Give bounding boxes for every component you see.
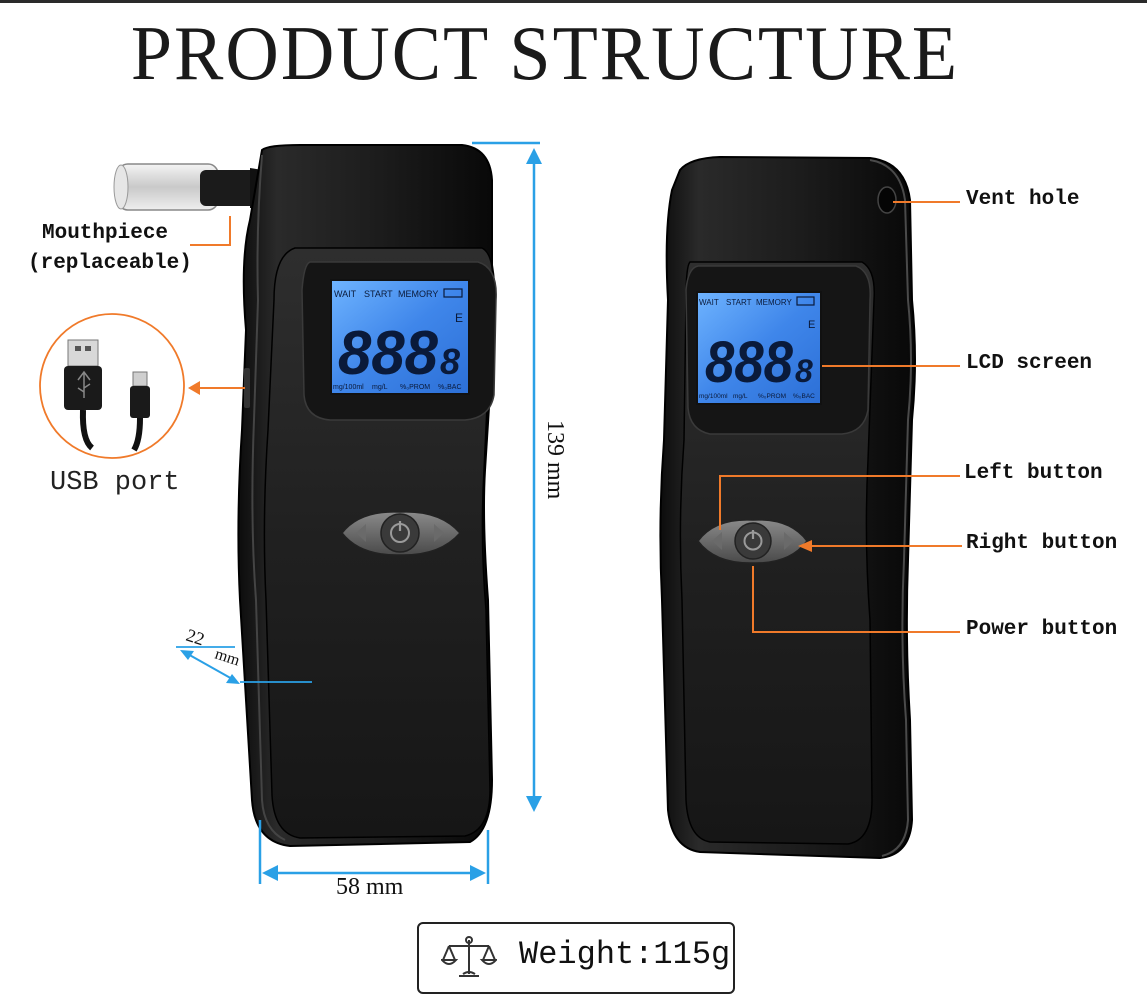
lcd-screen-label: LCD screen — [966, 352, 1093, 375]
dimension-lines — [176, 141, 542, 884]
mouthpiece — [113, 163, 275, 211]
callout-lines — [188, 201, 962, 633]
lcd-left-unit-prom: %₀PROM — [400, 384, 430, 391]
height-dimension-label: 139 mm — [542, 420, 568, 500]
lcd-left-digits: 888 — [338, 319, 438, 388]
lcd-right-word-wait: WAIT — [699, 298, 719, 307]
left-device: WAIT START MEMORY 888 8 E mg/100ml mg/L … — [113, 144, 497, 848]
lcd-right-small-digit: 8 — [795, 353, 813, 389]
right-device: WAIT START MEMORY 888 8 E mg/100ml mg/L … — [659, 155, 916, 860]
depth-dimension-unit: mm — [213, 646, 242, 670]
left-device-buttons — [341, 511, 461, 556]
lcd-right-unit-prom: %₀PROM — [758, 393, 786, 400]
depth-dimension-value: 22 — [184, 625, 207, 650]
lcd-left-unit-mg100: mg/100ml — [333, 384, 364, 391]
lcd-left-unit-e: E — [455, 311, 463, 325]
lcd-right-unit-e: E — [808, 319, 815, 331]
page-title: PRODUCT STRUCTURE — [130, 10, 960, 98]
weight-label: Weight:115g — [519, 936, 731, 973]
top-border — [0, 0, 1147, 3]
lcd-right-unit-bac: %₀BAC — [793, 393, 815, 400]
lcd-left-word-wait: WAIT — [334, 289, 357, 299]
lcd-right-unit-mg100: mg/100ml — [699, 393, 728, 400]
right-button-label: Right button — [966, 532, 1118, 555]
weight-box: Weight:115g — [417, 922, 735, 994]
scale-icon — [441, 936, 497, 977]
lcd-left-unit-mgl: mg/L — [372, 384, 388, 391]
lcd-right-unit-mgl: mg/L — [733, 393, 748, 400]
vent-hole — [877, 186, 897, 214]
usb-cable-illustration — [39, 313, 185, 459]
lcd-right-word-start: START — [726, 298, 752, 307]
lcd-right-digits: 888 — [705, 330, 794, 395]
lcd-left-word-start: START — [364, 289, 393, 299]
width-dimension-label: 58 mm — [336, 874, 404, 900]
lcd-left-word-memory: MEMORY — [398, 289, 438, 299]
left-button-label: Left button — [964, 462, 1103, 485]
lcd-left-unit-bac: %₀BAC — [438, 384, 462, 391]
right-device-buttons — [697, 519, 808, 564]
usb-port-label: USB port — [50, 468, 180, 498]
lcd-right-word-memory: MEMORY — [756, 298, 793, 307]
power-button-label: Power button — [966, 618, 1118, 641]
vent-hole-label: Vent hole — [966, 188, 1080, 211]
mouthpiece-label: Mouthpiece — [42, 222, 169, 245]
mouthpiece-note-label: (replaceable) — [28, 252, 192, 275]
lcd-left-small-digit: 8 — [440, 341, 460, 382]
